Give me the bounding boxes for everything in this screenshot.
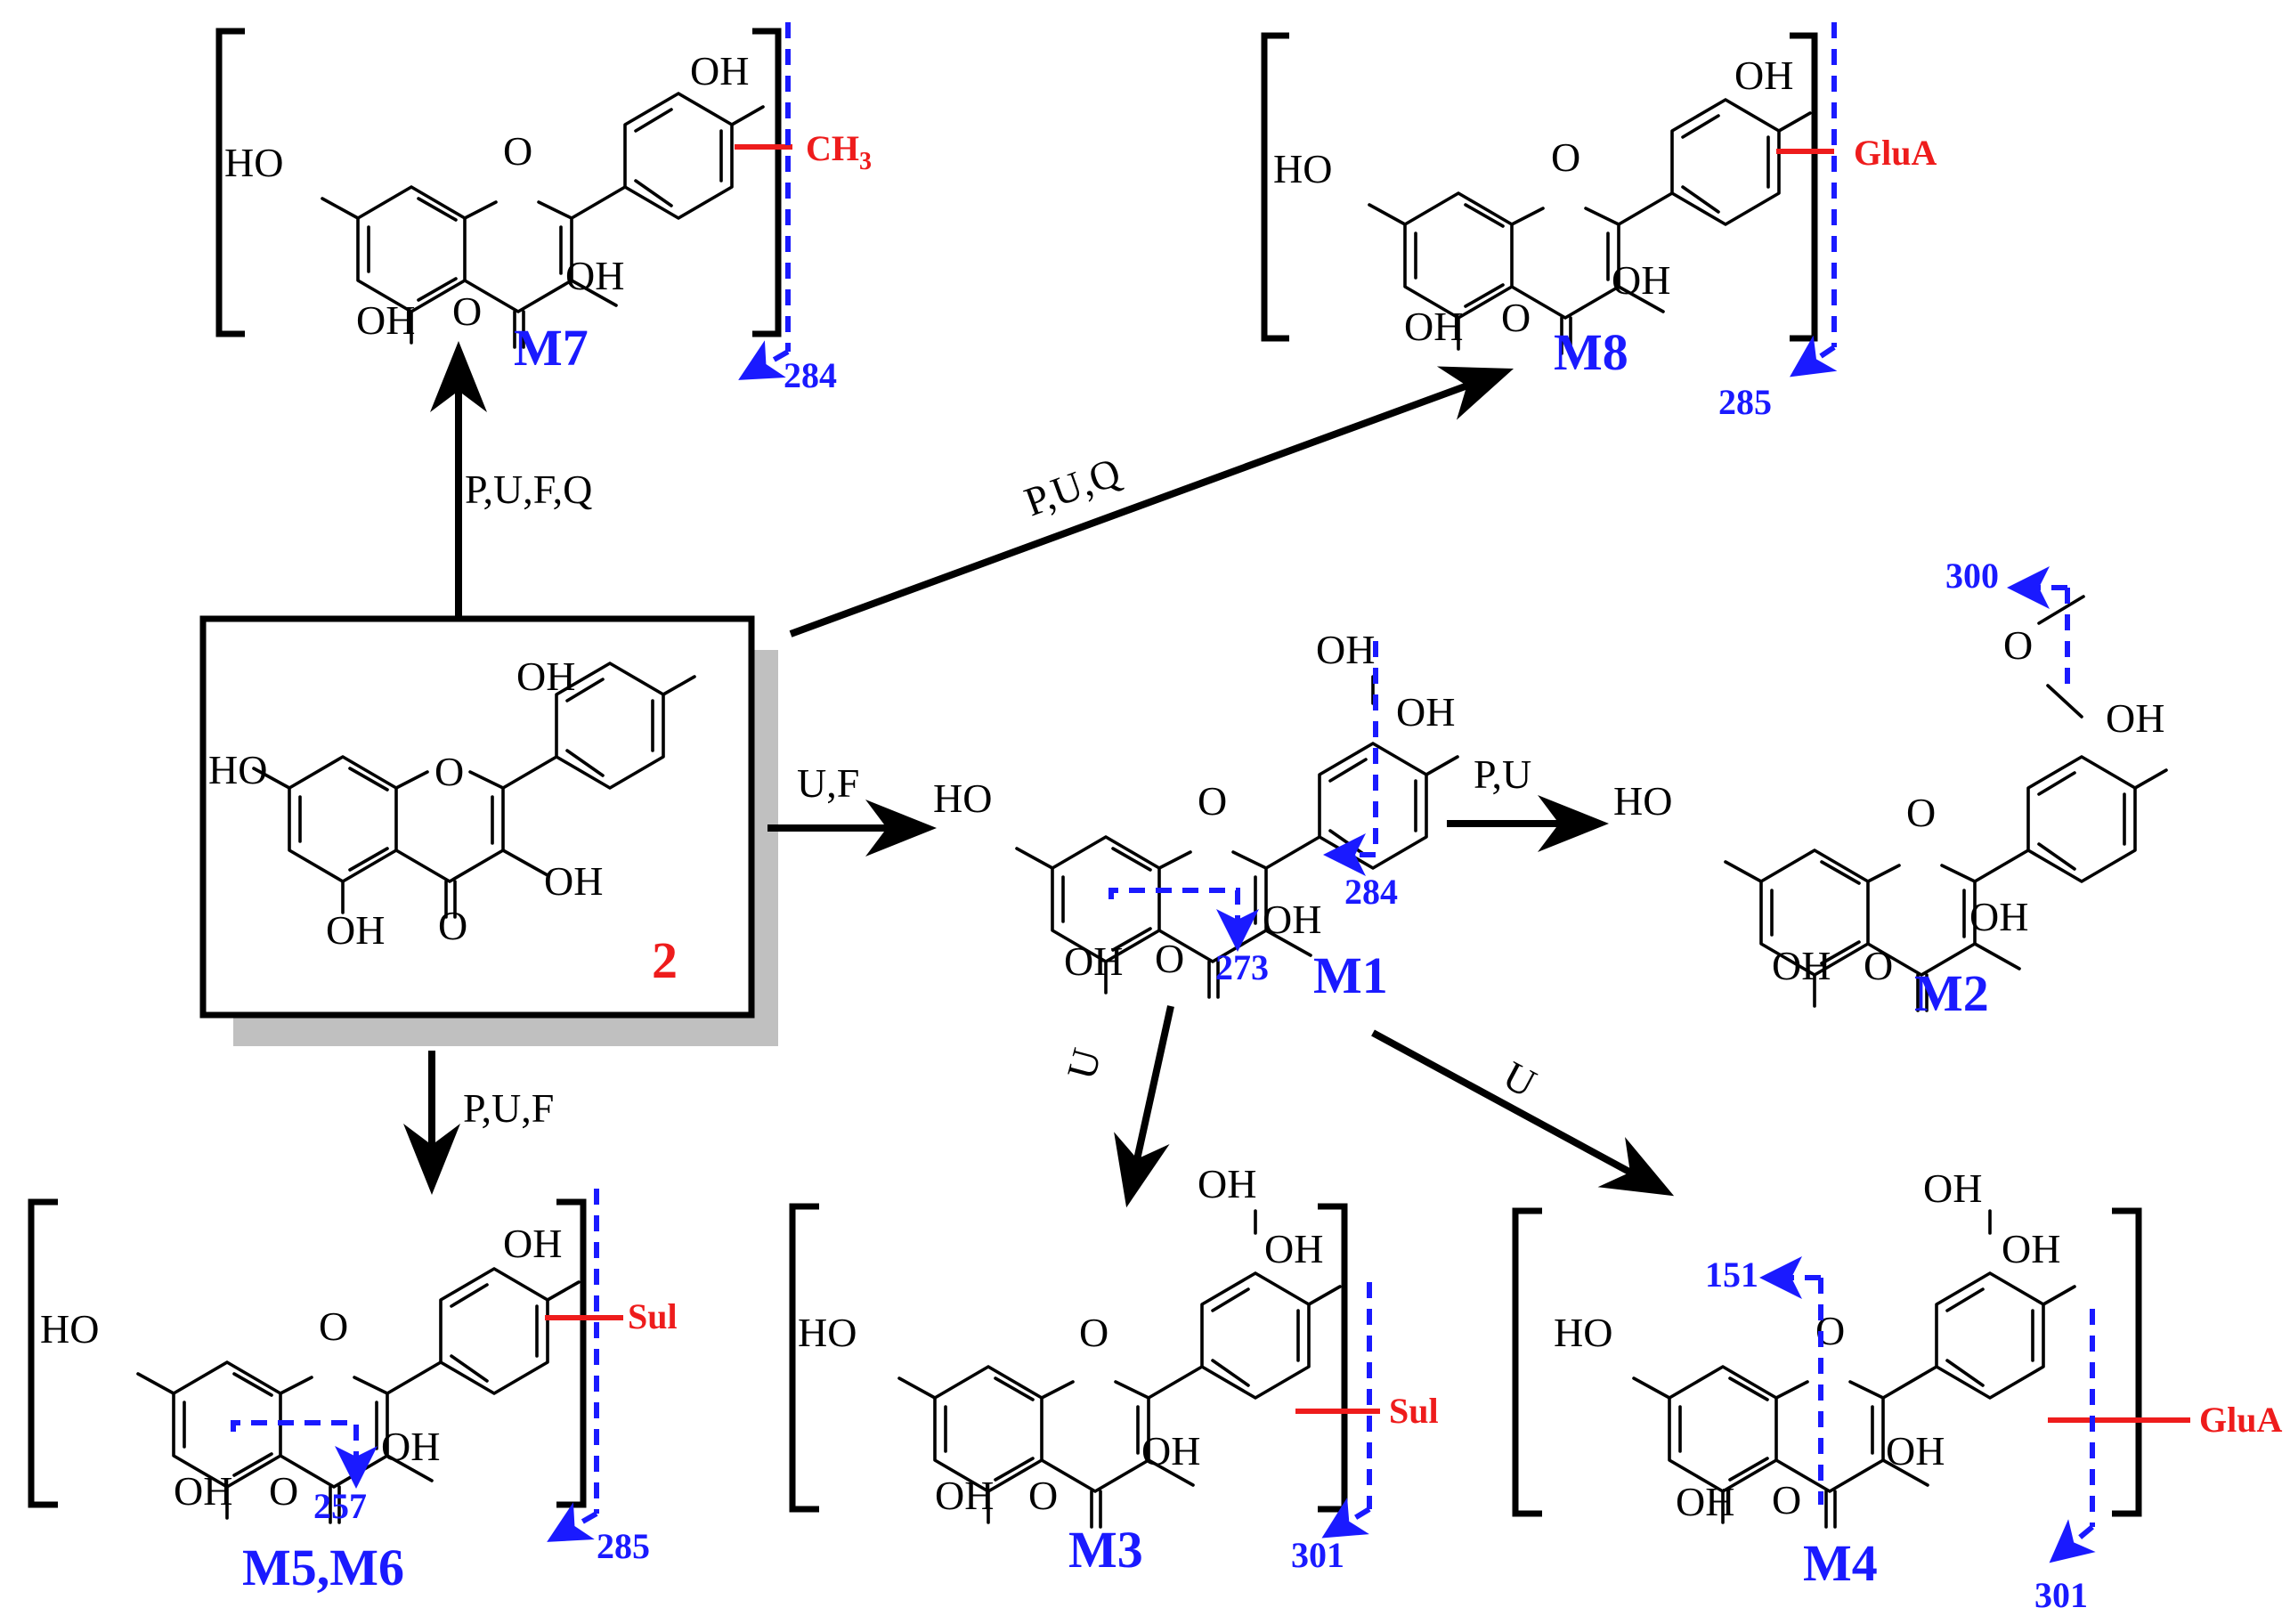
sulfate-group: Sul <box>1389 1391 1439 1431</box>
atom-oh: OH <box>565 253 624 298</box>
atom-oh: OH <box>503 1221 562 1266</box>
atom-oh: OH <box>935 1473 994 1518</box>
reaction-conditions: U <box>1496 1052 1543 1107</box>
metabolite-m4: OH OH HO O OH OH O 151 GluA 301 M4 <box>1512 1165 2282 1615</box>
atom-oh: OH <box>1064 938 1123 984</box>
glucuronide-group: GluA <box>1854 133 1937 173</box>
reaction-conditions: U,F <box>797 760 859 806</box>
metabolite-label: M8 <box>1554 323 1628 381</box>
reaction-conditions: P,U <box>1474 751 1531 797</box>
atom-o: O <box>1551 134 1580 180</box>
atom-ho: HO <box>208 747 267 792</box>
metabolite-m5-m6: OH HO O OH OH O 257 Sul 285 M5,M6 <box>28 1189 678 1596</box>
fragment-mz: 257 <box>313 1486 367 1526</box>
metabolite-m2: O OH HO O OH OH O 300 M2 <box>1613 556 2168 1022</box>
metabolite-label: M2 <box>1914 964 1989 1022</box>
atom-ho: HO <box>933 775 992 821</box>
fragment-mz: 301 <box>1291 1535 1344 1575</box>
arrow-to-m7: P,U,F,Q <box>430 341 592 619</box>
metabolite-label: M1 <box>1313 946 1388 1004</box>
atom-oh: OH <box>174 1468 232 1514</box>
atom-o: O <box>1864 943 1893 988</box>
atom-ho: HO <box>1613 778 1672 824</box>
atom-oh: OH <box>1676 1479 1734 1524</box>
metabolite-m7: OH HO O OH OH O CH3 284 M7 <box>215 22 872 395</box>
atom-o: O <box>1028 1473 1058 1518</box>
atom-o: O <box>503 128 532 174</box>
arrow-to-m3: U <box>1058 1005 1174 1208</box>
reaction-conditions: P,U,F <box>463 1085 554 1131</box>
atom-oh: OH <box>1396 689 1455 735</box>
atom-o: O <box>434 749 464 794</box>
atom-oh: OH <box>1263 897 1321 942</box>
atom-oh: OH <box>2106 695 2164 741</box>
atom-o: O <box>1198 778 1227 824</box>
atom-o: O <box>438 903 467 948</box>
metabolite-m8: OH HO O OH OH O GluA 285 M8 <box>1261 22 1937 422</box>
metabolite-label: M5,M6 <box>242 1539 404 1596</box>
arrow-to-m8: P,U,Q <box>789 366 1514 637</box>
arrow-to-m2: P,U <box>1447 751 1609 852</box>
atom-oh: OH <box>690 48 749 93</box>
atom-ho: HO <box>224 140 283 185</box>
arrow-to-m4: U <box>1371 1029 1675 1197</box>
atom-oh: OH <box>1612 257 1670 303</box>
atom-oh: OH <box>356 297 415 343</box>
fragment-mz: 151 <box>1705 1255 1758 1295</box>
fragment-mz: 284 <box>784 355 837 395</box>
methyl-group: CH3 <box>806 128 872 175</box>
reaction-conditions: U <box>1058 1043 1109 1084</box>
atom-oh: OH <box>1969 894 2028 939</box>
atom-oh: OH <box>1316 627 1375 672</box>
fragment-mz: 301 <box>2034 1575 2088 1615</box>
metabolite-label: M7 <box>514 319 589 377</box>
atom-oh: OH <box>1264 1226 1323 1271</box>
arrow-to-m1: U,F <box>767 760 937 857</box>
atom-oh: OH <box>544 858 603 904</box>
arrow-to-m5-m6: P,U,F <box>403 1051 554 1195</box>
atom-oh: OH <box>516 654 575 699</box>
metabolite-m3: OH OH HO O OH OH O Sul 301 M3 <box>789 1161 1439 1579</box>
atom-oh: OH <box>1734 53 1793 98</box>
fragment-mz: 285 <box>1718 382 1772 422</box>
fragment-mz: 284 <box>1344 872 1398 912</box>
atom-oh: OH <box>1404 304 1463 349</box>
sulfate-group: Sul <box>628 1296 678 1336</box>
atom-oh: OH <box>326 907 385 953</box>
fragment-mz: 273 <box>1215 947 1269 987</box>
atom-o: O <box>319 1303 348 1349</box>
atom-o: O <box>1501 295 1531 340</box>
compound-number: 2 <box>652 931 678 989</box>
atom-o: O <box>2003 622 2033 668</box>
atom-oh: OH <box>1772 943 1831 988</box>
atom-ho: HO <box>1554 1310 1612 1355</box>
metabolite-m1: OH OH HO O OH OH O 284 273 M1 <box>933 627 1459 1004</box>
glucuronide-group: GluA <box>2199 1400 2282 1440</box>
atom-oh: OH <box>1923 1165 1982 1211</box>
atom-oh: OH <box>2002 1226 2060 1271</box>
reaction-conditions: P,U,F,Q <box>465 467 592 512</box>
atom-ho: HO <box>798 1310 857 1355</box>
atom-o: O <box>269 1468 298 1514</box>
atom-o: O <box>1079 1310 1108 1355</box>
compound-2-box: OH HO O OH OH O 2 <box>199 615 778 1046</box>
atom-oh: OH <box>1886 1428 1945 1474</box>
atom-o: O <box>452 288 482 334</box>
atom-o: O <box>1772 1477 1801 1522</box>
atom-ho: HO <box>1273 146 1332 191</box>
atom-oh: OH <box>1141 1428 1200 1474</box>
atom-o: O <box>1906 790 1936 835</box>
atom-ho: HO <box>40 1306 99 1352</box>
fragment-mz: 300 <box>1945 556 1999 596</box>
atom-oh: OH <box>1198 1161 1256 1206</box>
fragment-mz: 285 <box>597 1526 650 1566</box>
metabolite-label: M4 <box>1803 1534 1878 1592</box>
atom-o: O <box>1155 936 1184 981</box>
metabolite-label: M3 <box>1068 1521 1143 1579</box>
atom-oh: OH <box>381 1424 440 1469</box>
